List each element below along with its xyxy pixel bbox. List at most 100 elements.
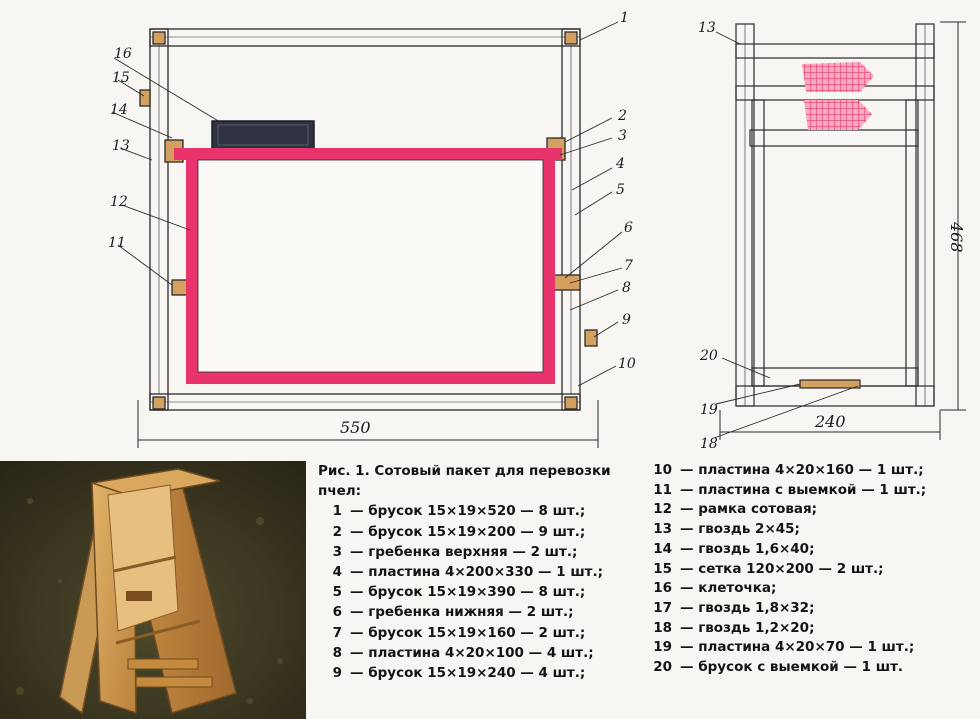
mesh-lower (804, 100, 872, 130)
dimension-label-240: 240 (814, 412, 846, 431)
dimension-468 (940, 21, 966, 411)
legend-item-13: 13 — гвоздь 2×45; (650, 520, 980, 540)
legend-item-17: 17 — гвоздь 1,8×32; (650, 599, 980, 619)
callout-side-19: 19 (700, 402, 718, 418)
callout-5: 5 (616, 182, 625, 198)
callout-14: 14 (110, 102, 128, 118)
legend-num: 3 (332, 543, 342, 560)
legend-num: 1 (332, 503, 342, 520)
legend-num: 20 (653, 659, 672, 676)
legend-item-11: 11 — пластина с выемкой — 1 шт.; (650, 481, 980, 501)
caption-block: Рис. 1. Сотовый пакет для перевозки пчел… (318, 461, 644, 683)
legend-item-14: 14 — гвоздь 1,6×40; (650, 540, 980, 560)
legend-item-8: 8 — пластина 4×20×100 — 4 шт.; (318, 643, 644, 663)
legend-num: 17 (653, 599, 672, 616)
legend-text: — гвоздь 1,6×40; (680, 540, 815, 557)
callout-11: 11 (108, 235, 126, 251)
callout-7: 7 (624, 258, 633, 274)
legend-text: — гребенка верхняя — 2 шт.; (350, 543, 578, 560)
legend-num: 14 (653, 540, 672, 557)
legend-text: — брусок 15×19×160 — 2 шт.; (350, 624, 586, 641)
callouts-side: 13 20 19 18 (698, 20, 718, 452)
legend-text: — пластина с выемкой — 1 шт.; (680, 481, 927, 498)
legend-item-7: 7 — брусок 15×19×160 — 2 шт.; (318, 623, 644, 643)
legend-item-15: 15 — сетка 120×200 — 2 шт.; (650, 560, 980, 580)
legend-item-18: 18 — гвоздь 1,2×20; (650, 619, 980, 639)
legend-num: 13 (653, 521, 672, 538)
legend-item-6: 6 — гребенка нижняя — 2 шт.; (318, 602, 644, 622)
legend-text: — пластина 4×20×70 — 1 шт.; (680, 639, 915, 656)
mesh-upper (802, 62, 874, 92)
legend-text: — пластина 4×20×160 — 1 шт.; (680, 462, 924, 478)
legend-text: — гвоздь 1,2×20; (680, 619, 815, 636)
callout-15: 15 (112, 70, 130, 86)
legend-item-9: 9 — брусок 15×19×240 — 4 шт.; (318, 663, 644, 683)
callout-side-13: 13 (698, 20, 716, 36)
legend-item-1: 1 — брусок 15×19×520 — 8 шт.; (318, 501, 644, 521)
package-photo (0, 461, 306, 719)
dimension-label-550: 550 (340, 418, 371, 437)
legend-num: 6 (332, 604, 342, 621)
callout-16: 16 (114, 46, 132, 62)
dimension-550 (137, 400, 599, 448)
legend-text: — брусок с выемкой — 1 шт. (680, 659, 904, 676)
left-post (149, 28, 169, 411)
legend-num: 16 (653, 580, 672, 597)
legend-num: 4 (332, 564, 342, 581)
callout-leaders-main (111, 21, 623, 387)
callout-3: 3 (618, 128, 627, 144)
callout-side-20: 20 (699, 348, 718, 364)
callout-12: 12 (110, 194, 128, 210)
bee-cage (211, 120, 315, 150)
top-bar (149, 28, 581, 47)
legend-item-19: 19 — пластина 4×20×70 — 1 шт.; (650, 638, 980, 658)
dimension-240 (719, 410, 941, 440)
legend-text: — клеточка; (680, 580, 777, 597)
legend-item-20: 20 — брусок с выемкой — 1 шт. (650, 658, 980, 678)
legend-text: — брусок 15×19×520 — 8 шт.; (350, 503, 586, 520)
legend-num: 18 (653, 619, 672, 636)
legend-text: — брусок 15×19×240 — 4 шт.; (350, 665, 586, 682)
callout-side-18: 18 (700, 436, 718, 452)
legend-num: 2 (332, 523, 342, 540)
legend-num: 11 (653, 481, 672, 498)
right-post (561, 28, 581, 411)
callout-8: 8 (622, 280, 631, 296)
legend-item-4: 4 — пластина 4×200×330 — 1 шт.; (318, 562, 644, 582)
callout-2: 2 (617, 108, 627, 124)
legend-num: 7 (332, 624, 342, 641)
callout-1: 1 (620, 10, 629, 26)
legend-text: — пластина 4×200×330 — 1 шт.; (350, 564, 604, 581)
callout-leaders-side (713, 31, 859, 439)
legend-right-column: 10— пластина 4×20×160 — 1 шт.; 11 — пласт… (650, 461, 980, 678)
legend-item-10: 10— пластина 4×20×160 — 1 шт.; (650, 461, 980, 481)
legend-num: 8 (332, 644, 342, 661)
legend-text: — гвоздь 1,8×32; (680, 599, 815, 616)
legend-text: — гвоздь 2×45; (680, 521, 800, 538)
legend-num: 9 (332, 665, 342, 682)
legend-text: — брусок 15×19×200 — 9 шт.; (350, 523, 586, 540)
legend-num: 19 (653, 639, 672, 656)
figure-caption-title: Рис. 1. Сотовый пакет для перевозки пчел… (318, 463, 611, 500)
callout-13: 13 (112, 138, 130, 154)
legend-item-12: 12— рамка сотовая; (650, 500, 980, 520)
legend-text: — сетка 120×200 — 2 шт.; (680, 560, 884, 577)
callout-9: 9 (622, 312, 631, 328)
legend-text: — брусок 15×19×390 — 8 шт.; (350, 584, 586, 601)
dimension-label-468: 468 (947, 221, 966, 253)
legend-item-2: 2 — брусок 15×19×200 — 9 шт.; (318, 522, 644, 542)
legend-num: 5 (332, 584, 342, 601)
legend-text: — гребенка нижняя — 2 шт.; (350, 604, 574, 621)
callout-6: 6 (624, 220, 633, 236)
legend-num: 12 (653, 501, 672, 518)
legend-text: — пластина 4×20×100 — 4 шт.; (350, 644, 594, 661)
legend-item-16: 16 — клеточка; (650, 579, 980, 599)
legend-item-5: 5 — брусок 15×19×390 — 8 шт.; (318, 582, 644, 602)
legend-item-3: 3 — гребенка верхняя — 2 шт.; (318, 542, 644, 562)
legend-num: 15 (653, 560, 672, 577)
callout-4: 4 (615, 156, 625, 172)
callout-10: 10 (618, 356, 636, 372)
comb-frame (174, 148, 562, 384)
callouts-main: 1 2 3 4 5 6 7 8 9 10 11 12 13 14 15 16 (108, 10, 636, 372)
